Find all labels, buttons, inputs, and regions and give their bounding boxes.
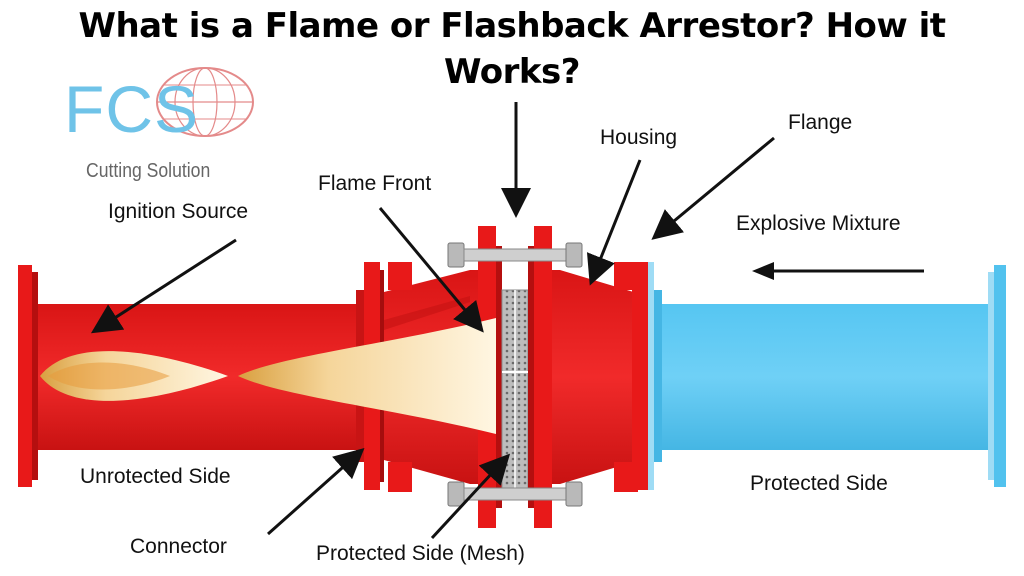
label-protected-side: Protected Side [750,472,888,495]
label-unprotected-side: Unrotected Side [80,465,231,488]
protected-pipe [654,265,1006,487]
page-title-line-2: Works? [444,52,581,92]
label-explosive-mixture: Explosive Mixture [736,212,901,235]
flow-direction-arrow [752,262,924,280]
logo-globe-icon [156,67,254,137]
housing-body-right [528,226,654,528]
leader-lines [90,102,775,540]
bolts [447,242,583,507]
logo-tagline: Cutting Solution [86,160,211,182]
mesh-element [501,289,529,491]
logo-text: FCS [64,72,199,146]
flame-icon [40,318,496,434]
label-housing: Housing [600,126,678,149]
label-ignition-source: Ignition Source [108,200,249,223]
page-title-line-1: What is a Flame or Flashback Arrestor? H… [78,6,946,46]
label-flame-front: Flame Front [318,172,432,195]
label-protected-side-mesh: Protected Side (Mesh) [316,542,525,565]
label-flange: Flange [788,111,853,134]
label-connector: Connector [130,535,227,558]
